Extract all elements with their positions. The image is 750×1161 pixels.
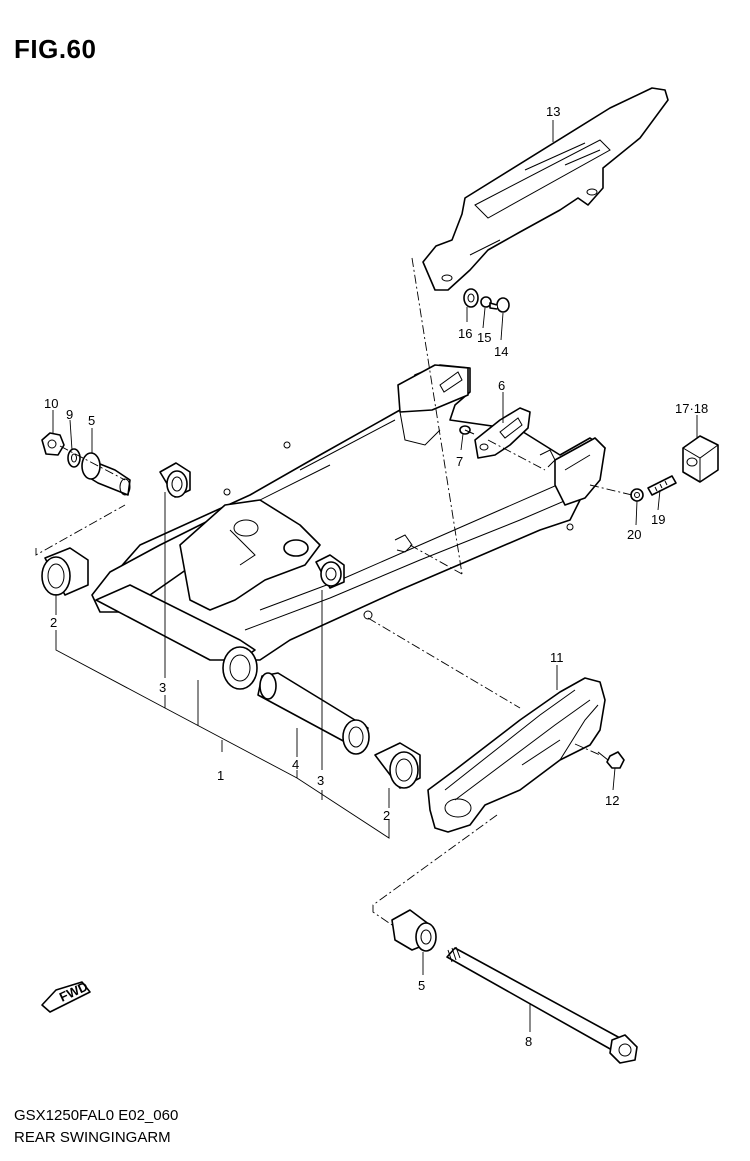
bearing-2-right[interactable]: [374, 742, 421, 789]
bracket-6-part[interactable]: [474, 407, 531, 459]
callout-2-right: 2: [383, 808, 390, 823]
adjuster-block-17-18[interactable]: [682, 435, 719, 483]
bearing-3-upper[interactable]: [159, 462, 191, 498]
chain-case-part[interactable]: [422, 87, 669, 291]
pivot-shaft-8[interactable]: [446, 946, 638, 1064]
callout-labels: 13 16 15 14 10 9 5 6 7 17·18 19 20 2 3 1…: [44, 104, 708, 1049]
nut-20[interactable]: [630, 488, 644, 502]
chain-protector-11[interactable]: [427, 677, 606, 833]
bearing-3-lower[interactable]: [315, 554, 345, 589]
collar-15[interactable]: [480, 296, 492, 308]
figure-title: FIG.60: [14, 34, 97, 64]
leader-lines: [35, 120, 698, 1032]
callout-2-left: 2: [50, 615, 57, 630]
bolt-14[interactable]: [489, 297, 510, 313]
washer-16[interactable]: [463, 288, 479, 308]
callout-5-upper: 5: [88, 413, 95, 428]
model-code: GSX1250FAL0 E02_060: [14, 1107, 179, 1124]
callout-20: 20: [627, 527, 641, 542]
section-name: REAR SWINGINGARM: [14, 1129, 171, 1146]
washer-9[interactable]: [67, 448, 81, 468]
callout-11: 11: [550, 650, 564, 665]
callout-3-lower: 3: [317, 773, 324, 788]
screw-7[interactable]: [459, 425, 475, 435]
callout-14: 14: [494, 344, 508, 359]
collar-5-lower[interactable]: [391, 909, 437, 952]
callout-9: 9: [66, 407, 73, 422]
bolt-12[interactable]: [597, 751, 625, 769]
callout-3-upper: 3: [159, 680, 166, 695]
callout-5-lower: 5: [418, 978, 425, 993]
callout-4: 4: [292, 757, 299, 772]
spacer-4[interactable]: [257, 672, 370, 755]
callout-6: 6: [498, 378, 505, 393]
collar-5-upper[interactable]: [81, 452, 131, 496]
callout-10: 10: [44, 396, 58, 411]
bearing-2-left[interactable]: [41, 547, 89, 596]
callout-8: 8: [525, 1034, 532, 1049]
callout-16: 16: [458, 326, 472, 341]
callout-7: 7: [456, 454, 463, 469]
adjuster-bolt-19[interactable]: [647, 475, 677, 496]
callout-13: 13: [546, 104, 560, 119]
callout-12: 12: [605, 793, 619, 808]
fwd-direction-badge: FWD: [41, 979, 91, 1013]
callout-19: 19: [651, 512, 665, 527]
nut-10[interactable]: [41, 432, 65, 456]
callout-17-18: 17·18: [675, 401, 708, 416]
callout-15: 15: [477, 330, 491, 345]
callout-1: 1: [217, 768, 224, 783]
